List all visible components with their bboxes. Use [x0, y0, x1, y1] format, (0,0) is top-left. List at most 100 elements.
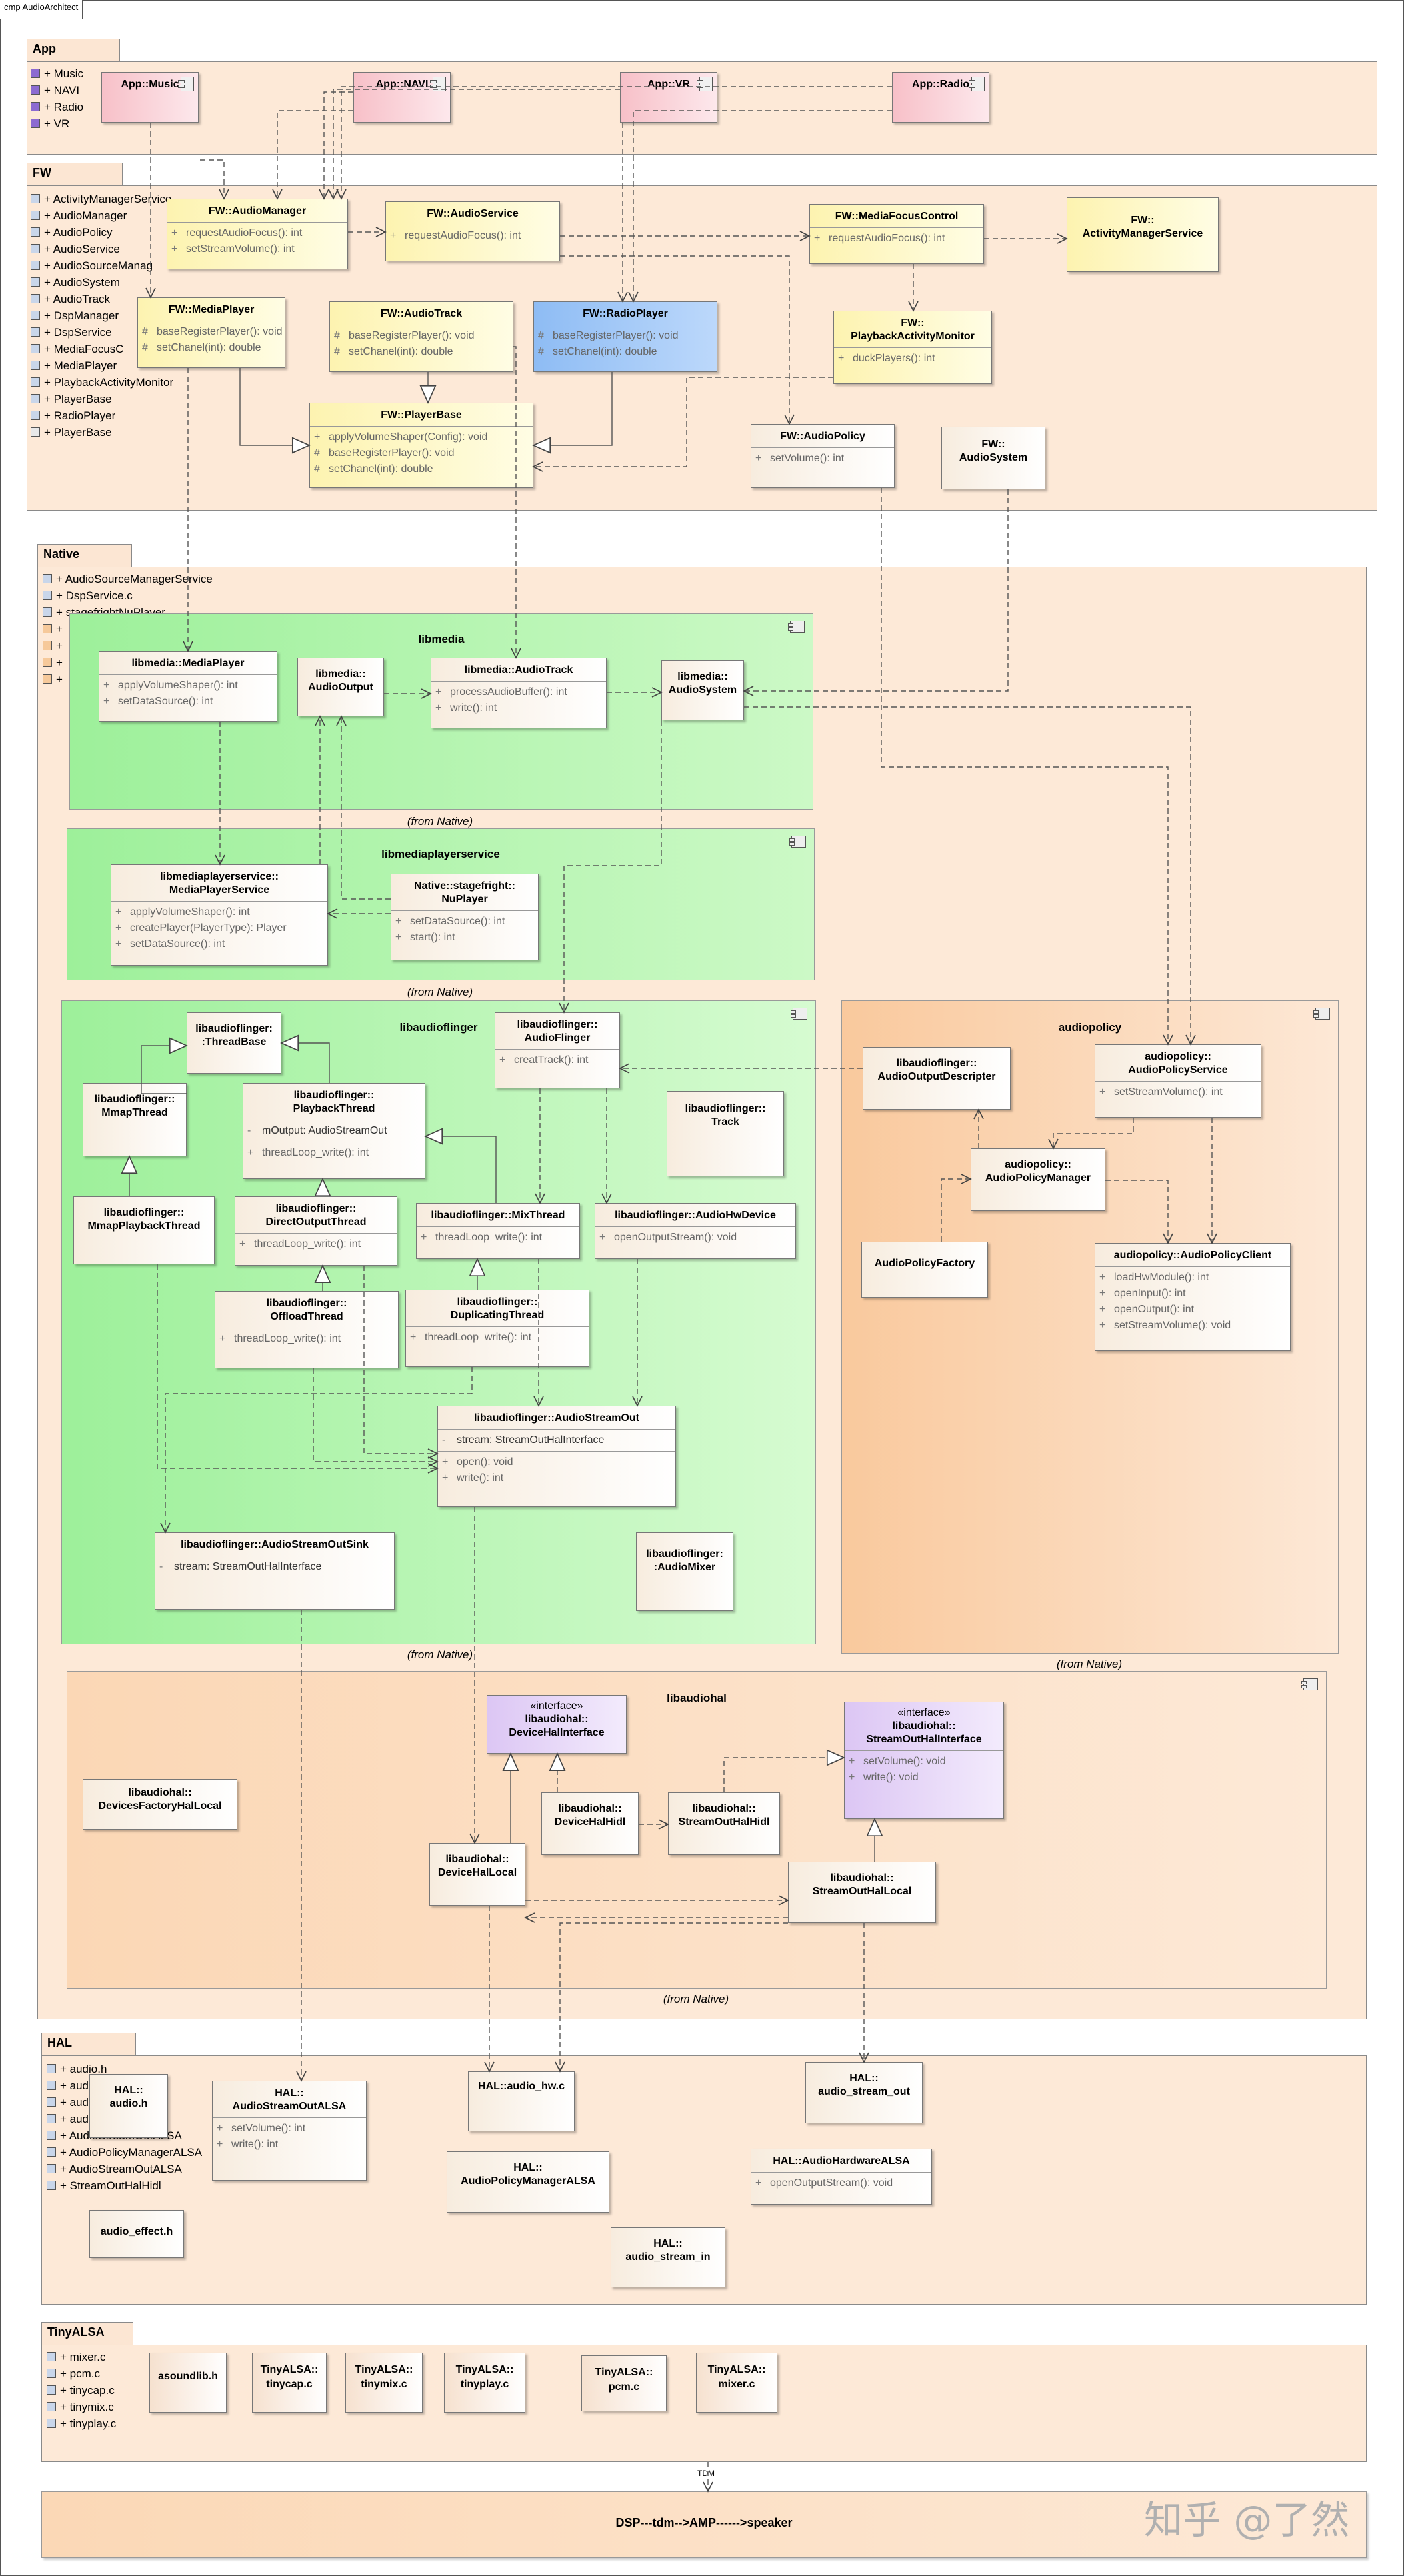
streamouthalhidl-class[interactable]: libaudiohal:: StreamOutHalHidl — [668, 1792, 780, 1855]
track-class[interactable]: libaudioflinger:: Track — [667, 1091, 784, 1176]
hal-audiostreamoutalsa-class[interactable]: HAL:: AudioStreamOutALSA +setVolume(): i… — [212, 2081, 367, 2181]
list-item[interactable]: + DspService — [31, 324, 173, 341]
list-item[interactable]: + VR — [31, 115, 83, 132]
list-item[interactable]: + AudioSourceManagerService — [43, 571, 213, 587]
list-item[interactable]: + — [43, 621, 213, 637]
fw-audiomanager-class[interactable]: FW::AudioManager +requestAudioFocus(): i… — [167, 199, 348, 269]
devicehallocal-class[interactable]: libaudiohal:: DeviceHalLocal — [429, 1843, 525, 1906]
list-item[interactable]: + AudioSourceManag — [31, 257, 173, 274]
operation: processAudioBuffer(): int — [450, 686, 567, 698]
audiohwdevice-class[interactable]: libaudioflinger::AudioHwDevice +openOutp… — [595, 1203, 796, 1259]
list-item[interactable]: + DspManager — [31, 307, 173, 324]
duplicatingthread-class[interactable]: libaudioflinger:: DuplicatingThread +thr… — [405, 1290, 589, 1367]
list-item[interactable]: + PlayerBase — [31, 391, 173, 407]
pcm-c-file[interactable]: TinyALSA:: pcm.c — [581, 2355, 667, 2411]
fw-audioservice-class[interactable]: FW::AudioService +requestAudioFocus(): i… — [385, 201, 560, 261]
audiopolicymanager-class[interactable]: audiopolicy:: AudioPolicyManager — [971, 1148, 1105, 1211]
hal-audio-stream-in-class[interactable]: HAL:: audio_stream_in — [611, 2227, 725, 2287]
fw-mediaplayer-class[interactable]: FW::MediaPlayer #baseRegisterPlayer(): v… — [137, 297, 285, 368]
audiostreamout-class[interactable]: libaudioflinger::AudioStreamOut -stream:… — [437, 1406, 676, 1507]
list-item[interactable]: + pcm.c — [47, 2365, 116, 2382]
libmedia-audiooutput-class[interactable]: libmedia:: AudioOutput — [297, 658, 384, 716]
mmapthread-class[interactable]: libaudioflinger:: MmapThread — [83, 1083, 187, 1156]
streamouthallocal-class[interactable]: libaudiohal:: StreamOutHalLocal — [788, 1862, 936, 1923]
fw-activitymanagerservice-class[interactable]: FW:: ActivityManagerService — [1067, 197, 1219, 272]
streamouthalinterface-class[interactable]: «interface» libaudiohal:: StreamOutHalIn… — [844, 1702, 1004, 1819]
offloadthread-class[interactable]: libaudioflinger:: OffloadThread +threadL… — [215, 1291, 399, 1368]
list-item[interactable]: + RadioPlayer — [31, 407, 173, 424]
threadbase-class[interactable]: libaudioflinger: :ThreadBase — [187, 1012, 281, 1074]
list-item[interactable]: + AudioSystem — [31, 274, 173, 291]
tinymix-c-file[interactable]: TinyALSA:: tinymix.c — [345, 2353, 423, 2413]
audioflinger-class[interactable]: libaudioflinger:: AudioFlinger +creatTra… — [495, 1012, 620, 1088]
list-item[interactable]: + AudioPolicyManagerALSA — [47, 2144, 202, 2161]
app-radio-component[interactable]: App::Radio — [892, 72, 989, 123]
fw-playbackactivitymonitor-class[interactable]: FW:: PlaybackActivityMonitor +duckPlayer… — [833, 311, 992, 384]
audiopolicyservice-class[interactable]: audiopolicy:: AudioPolicyService +setStr… — [1095, 1044, 1261, 1118]
fw-mediafocuscontrol-class[interactable]: FW::MediaFocusControl +requestAudioFocus… — [809, 204, 984, 264]
list-item[interactable]: + AudioPolicy — [31, 224, 173, 241]
directoutputthread-class[interactable]: libaudioflinger:: DirectOutputThread +th… — [235, 1196, 397, 1266]
devicehalinterface-class[interactable]: «interface» libaudiohal:: DeviceHalInter… — [487, 1695, 627, 1754]
list-item[interactable]: + AudioService — [31, 241, 173, 257]
list-item[interactable]: + tinycap.c — [47, 2382, 116, 2399]
list-item[interactable]: + MediaFocusC — [31, 341, 173, 357]
libmedia-mediaplayer-class[interactable]: libmedia::MediaPlayer +applyVolumeShaper… — [99, 651, 277, 722]
audiopolicyfactory-class[interactable]: AudioPolicyFactory — [861, 1242, 988, 1298]
fw-audiosystem-class[interactable]: FW:: AudioSystem — [941, 427, 1045, 489]
hal-audiopolicymanageralsa-class[interactable]: HAL:: AudioPolicyManagerALSA — [447, 2151, 609, 2213]
libmedia-audiotrack-class[interactable]: libmedia::AudioTrack +processAudioBuffer… — [431, 658, 607, 728]
fw-audiotrack-class[interactable]: FW::AudioTrack #baseRegisterPlayer(): vo… — [329, 301, 513, 372]
list-item[interactable]: + StreamOutHalHidl — [47, 2177, 202, 2194]
audiostreamoutsink-class[interactable]: libaudioflinger::AudioStreamOutSink -str… — [155, 1532, 395, 1610]
fw-audiopolicy-class[interactable]: FW::AudioPolicy +setVolume(): int — [751, 424, 895, 488]
devicesfactoryhallocal-class[interactable]: libaudiohal:: DevicesFactoryHalLocal — [83, 1779, 237, 1830]
audiooutputdescripter-class[interactable]: libaudioflinger:: AudioOutputDescripter — [863, 1047, 1011, 1110]
app-music-component[interactable]: App::Music — [101, 72, 199, 123]
list-item[interactable]: + aud — [47, 2094, 202, 2111]
mixer-c-file[interactable]: TinyALSA:: mixer.c — [696, 2353, 777, 2413]
list-item[interactable]: + DspService.c — [43, 587, 213, 604]
list-item[interactable]: + aud — [47, 2111, 202, 2127]
mixthread-class[interactable]: libaudioflinger::MixThread +threadLoop_w… — [416, 1203, 580, 1259]
asoundlib-h-file[interactable]: asoundlib.h — [149, 2353, 227, 2413]
hal-audio-effect-class[interactable]: audio_effect.h — [89, 2210, 184, 2258]
nuplayer-class[interactable]: Native::stagefright:: NuPlayer +setDataS… — [391, 874, 539, 960]
list-item[interactable]: + AudioTrack — [31, 291, 173, 307]
list-item[interactable]: + Radio — [31, 99, 83, 115]
list-item[interactable]: + — [43, 671, 213, 688]
mediaplayerservice-class[interactable]: libmediaplayerservice:: MediaPlayerServi… — [111, 864, 328, 966]
audiomixer-class[interactable]: libaudioflinger: :AudioMixer — [636, 1532, 733, 1611]
mmapplaybackthread-class[interactable]: libaudioflinger:: MmapPlaybackThread — [73, 1196, 215, 1264]
list-item[interactable]: + tinyplay.c — [47, 2415, 116, 2432]
playbackthread-class[interactable]: libaudioflinger:: PlaybackThread -mOutpu… — [243, 1083, 425, 1179]
hal-audio-hw-class[interactable]: HAL::audio_hw.c — [468, 2071, 575, 2131]
list-item[interactable]: + NAVI — [31, 82, 83, 99]
hal-audio-stream-out-class[interactable]: HAL:: audio_stream_out — [805, 2062, 923, 2123]
app-vr-component[interactable]: App::VR — [620, 72, 717, 123]
audiopolicyclient-class[interactable]: audiopolicy::AudioPolicyClient +loadHwMo… — [1095, 1243, 1291, 1351]
tinycap-c-file[interactable]: TinyALSA:: tinycap.c — [252, 2353, 327, 2413]
hal-audiohardwarealsa-class[interactable]: HAL::AudioHardwareALSA +openOutputStream… — [751, 2149, 932, 2205]
list-item[interactable]: + AudioManager — [31, 207, 173, 224]
app-navi-component[interactable]: App::NAVI — [353, 72, 451, 123]
list-item[interactable]: + aud — [47, 2077, 202, 2094]
list-item[interactable]: + audio.h — [47, 2061, 202, 2077]
list-item[interactable]: + — [43, 654, 213, 671]
tinyplay-c-file[interactable]: TinyALSA:: tinyplay.c — [444, 2353, 525, 2413]
list-item[interactable]: + Music — [31, 65, 83, 82]
dsp-box[interactable]: DSP---tdm-->AMP------>speaker — [41, 2491, 1367, 2558]
list-item[interactable]: + PlaybackActivityMonitor — [31, 374, 173, 391]
fw-playerbase-class[interactable]: FW::PlayerBase +applyVolumeShaper(Config… — [309, 403, 533, 488]
list-item[interactable]: + ActivityManagerService — [31, 191, 173, 207]
fw-radioplayer-class[interactable]: FW::RadioPlayer #baseRegisterPlayer(): v… — [533, 301, 717, 372]
devicehalhidl-class[interactable]: libaudiohal:: DeviceHalHidl — [541, 1792, 639, 1855]
list-item[interactable]: + AudioStreamOutALSA — [47, 2161, 202, 2177]
list-item[interactable]: + mixer.c — [47, 2349, 116, 2365]
list-item[interactable]: + PlayerBase — [31, 424, 173, 441]
hal-audio-h-class[interactable]: HAL:: audio.h — [89, 2074, 168, 2138]
list-item[interactable]: + MediaPlayer — [31, 357, 173, 374]
list-item[interactable]: + tinymix.c — [47, 2399, 116, 2415]
list-item[interactable]: + — [43, 637, 213, 654]
libmedia-audiosystem-class[interactable]: libmedia:: AudioSystem — [661, 660, 744, 720]
